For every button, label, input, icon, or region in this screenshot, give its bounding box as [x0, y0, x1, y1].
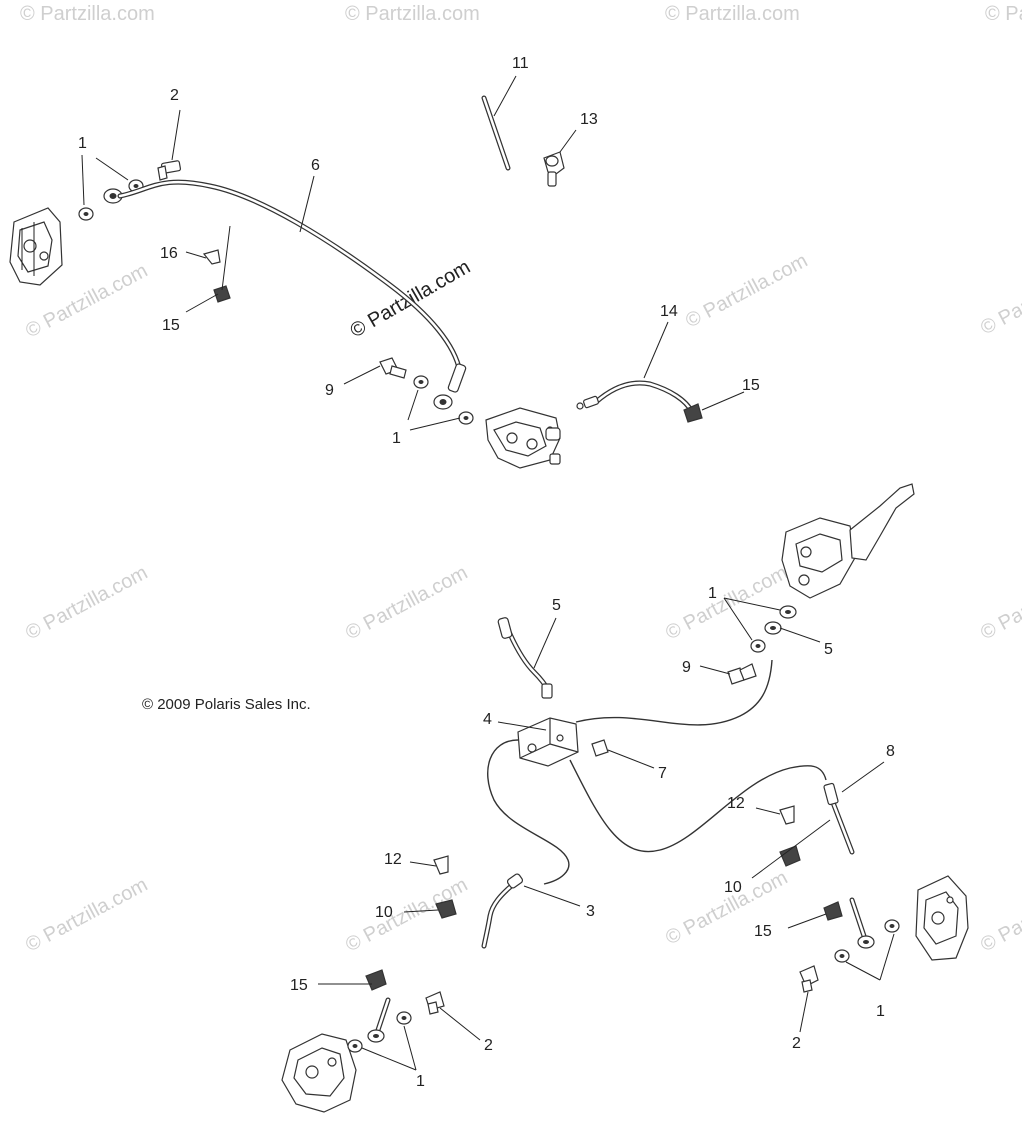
callout-label: 1	[78, 135, 87, 152]
callout-label: 1	[416, 1073, 425, 1090]
callout-labels: 1 2 6 16 15 9 1 11 13 14 15 1 5 5 9 4 7 …	[78, 55, 895, 1090]
callout-label: 8	[886, 743, 895, 760]
banjo-bolt	[157, 160, 182, 181]
watermark-text: © Partzilla.com	[342, 562, 471, 645]
callout-label: 14	[660, 303, 678, 320]
leader-lines	[81, 75, 895, 1071]
banjo-bolt	[379, 357, 407, 379]
brake-line	[569, 759, 827, 853]
banjo-bolt	[727, 663, 757, 685]
watermark-text: © Partzilla.com	[665, 3, 800, 25]
copyright-notice: © 2009 Polaris Sales Inc.	[142, 696, 311, 713]
watermark-text: © Partzilla.com	[985, 3, 1022, 25]
hose-clip	[435, 899, 457, 919]
watermark-text: © Partzilla.com	[977, 874, 1022, 957]
callout-label: 9	[682, 659, 691, 676]
callout-label: 2	[170, 87, 179, 104]
hose-end-fitting	[541, 683, 553, 699]
fitting	[591, 739, 609, 757]
callout-label: 9	[325, 382, 334, 399]
callout-label: 13	[580, 111, 598, 128]
watermark-text: © Partzilla.com	[22, 562, 151, 645]
brake-line	[487, 739, 570, 885]
callout-label: 12	[384, 851, 402, 868]
elbow-fitting	[543, 151, 565, 187]
hose-end-fitting	[497, 617, 513, 639]
callout-label: 3	[586, 903, 595, 920]
rear-caliper-right	[915, 875, 969, 961]
brake-line	[575, 659, 773, 726]
callout-label: 1	[876, 1003, 885, 1020]
callout-label: 15	[742, 377, 760, 394]
hand-master-cylinder	[781, 483, 915, 599]
banjo-bolt	[425, 991, 445, 1015]
hose-clip	[365, 969, 387, 991]
watermark-text: © Partzilla.com	[22, 874, 151, 957]
watermark-text: © Partzilla.com	[20, 3, 155, 25]
screw	[779, 805, 795, 825]
callout-label: 4	[483, 711, 492, 728]
watermark-group: © Partzilla.com © Partzilla.com © Partzi…	[20, 3, 1022, 956]
banjo-bolt	[799, 965, 819, 993]
front-caliper-left	[9, 207, 63, 286]
brake-hose	[481, 879, 519, 949]
callout-label: 6	[311, 157, 320, 174]
watermark-text: © Partzilla.com	[977, 257, 1022, 340]
callout-label: 15	[290, 977, 308, 994]
hose-end-fitting	[823, 782, 839, 806]
hose-end-fitting	[506, 873, 524, 889]
rear-caliper-left	[281, 1033, 357, 1113]
master-cylinder	[485, 407, 561, 469]
callout-label: 2	[792, 1035, 801, 1052]
hose-clip	[683, 403, 703, 423]
distribution-block	[517, 717, 579, 767]
hose-clip	[779, 845, 801, 867]
callout-label: 11	[512, 55, 529, 72]
watermark-text: © Partzilla.com	[977, 562, 1022, 645]
callout-label: 2	[484, 1037, 493, 1054]
callout-label: 15	[754, 923, 772, 940]
callout-label: 5	[552, 597, 561, 614]
callout-label: 1	[708, 585, 717, 602]
screw	[202, 249, 221, 265]
callout-label: 1	[392, 430, 401, 447]
callout-label: 5	[824, 641, 833, 658]
callout-label: 10	[375, 904, 393, 921]
hose-clip	[823, 901, 843, 921]
hose-end-fitting	[576, 395, 599, 410]
watermark-text: © Partzilla.com	[682, 250, 811, 333]
brake-hose	[117, 179, 463, 375]
callout-label: 7	[658, 765, 667, 782]
callout-label: 15	[162, 317, 180, 334]
callout-label: 16	[160, 245, 178, 262]
hose-end-fitting	[447, 363, 467, 393]
callout-label: 12	[727, 795, 745, 812]
callout-label: 10	[724, 879, 742, 896]
screw	[433, 855, 449, 875]
watermark-text: © Partzilla.com	[345, 3, 480, 25]
